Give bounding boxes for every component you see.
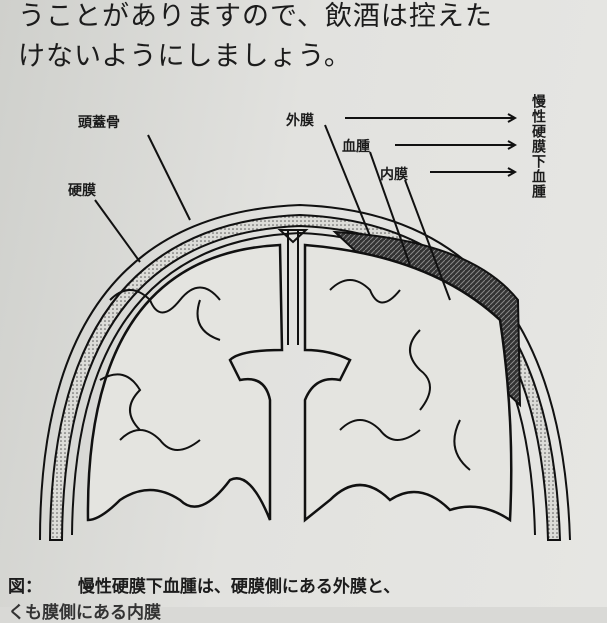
caption-prefix: 図： <box>8 577 42 597</box>
label-inner-membrane: 内膜 <box>380 167 408 183</box>
caption-cut-line: くも膜側にある内膜 <box>8 603 161 623</box>
label-outer-membrane: 外膜 <box>286 113 314 129</box>
leader-inner <box>404 179 451 301</box>
label-dura: 硬膜 <box>68 183 96 199</box>
figure-caption: 図： 慢性硬膜下血腫は、硬膜側にある外膜と、 <box>8 572 400 597</box>
gyri-left <box>99 286 221 451</box>
label-hematoma: 血腫 <box>342 139 370 155</box>
label-chronic-subdural-hematoma: 慢性硬膜下血腫 <box>530 94 546 199</box>
body-text-line: うことがありますので、飲酒は控えた <box>18 1 493 32</box>
leader-hematoma <box>369 151 411 266</box>
leader-skull <box>147 134 191 221</box>
falx <box>277 229 309 345</box>
caption-text: 慢性硬膜下血腫は、硬膜側にある外膜と、 <box>77 577 401 597</box>
skull-outline <box>39 203 571 541</box>
gyri-right <box>329 279 471 471</box>
body-text-line: けないようにしましょう。 <box>18 41 352 72</box>
arrow-inner <box>430 167 518 177</box>
arrow-hematoma <box>395 140 518 150</box>
leader-outer <box>324 124 371 237</box>
leader-dura <box>94 199 141 263</box>
brain-right-hemisphere <box>303 243 513 523</box>
skull-bone <box>48 213 562 541</box>
label-skull: 頭蓋骨 <box>78 115 120 131</box>
arrow-outer <box>345 113 518 123</box>
brain-left-hemisphere <box>86 243 284 522</box>
brain-cross-section-diagram <box>39 113 571 541</box>
